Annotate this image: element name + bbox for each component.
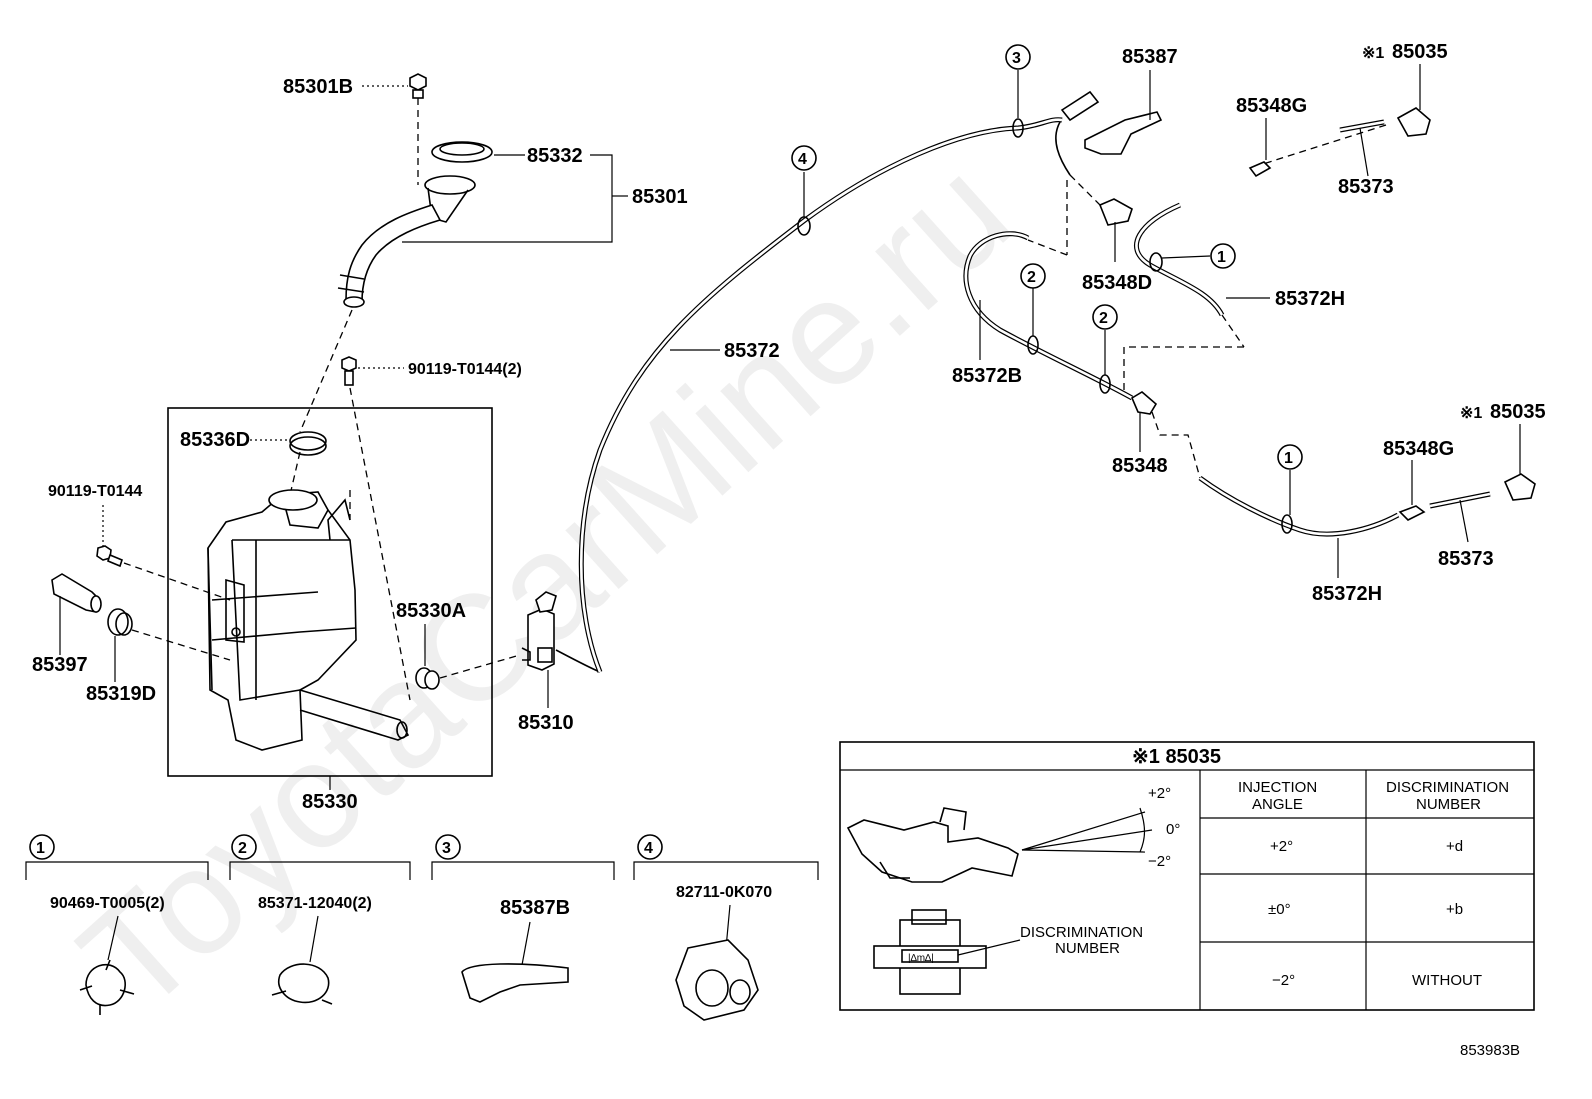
label-85035-top: 85035 <box>1392 41 1448 63</box>
disc-caption-2: NUMBER <box>1055 940 1120 957</box>
filler-cap-85332-icon <box>431 141 493 163</box>
svg-text:3: 3 <box>442 840 451 857</box>
label-85348D: 85348D <box>1082 272 1152 294</box>
label-85373-mid: 85373 <box>1438 548 1494 570</box>
label-85319D: 85319D <box>86 683 156 705</box>
clip-section-1: 1 90469-T0005(2) <box>25 834 209 1015</box>
clip-section-2: 2 85371-12040(2) <box>229 834 411 1005</box>
label-85372: 85372 <box>724 340 780 362</box>
label-85397: 85397 <box>32 654 88 676</box>
hose-85372H-top <box>1134 202 1225 317</box>
angle-plus: +2° <box>1148 785 1171 802</box>
label-85310: 85310 <box>518 712 574 734</box>
label-85301: 85301 <box>632 186 688 208</box>
angle-minus: −2° <box>1148 853 1171 870</box>
joint-85348G-top-icon <box>1248 161 1272 178</box>
svg-text:|∆m∆|: |∆m∆| <box>908 953 934 964</box>
diagram-code: 853983B <box>1460 1042 1520 1059</box>
nozzle-side-view-icon <box>846 807 1019 883</box>
level-sensor-85397-icon <box>51 573 102 613</box>
label-85348G-mid: 85348G <box>1383 438 1454 460</box>
clip-4-icon <box>675 939 759 1021</box>
table-title: ※1 85035 <box>1132 746 1221 768</box>
joint-85348G-mid-icon <box>1398 505 1426 521</box>
label-85336D: 85336D <box>180 429 250 451</box>
svg-text:1: 1 <box>1217 249 1226 266</box>
joint-85348D-icon <box>1098 198 1133 226</box>
svg-text:2: 2 <box>238 840 247 857</box>
label-85348G-top: 85348G <box>1236 95 1307 117</box>
hose-85373-top <box>1339 119 1385 133</box>
header-injection: INJECTION <box>1238 779 1317 796</box>
row-3-angle: −2° <box>1272 972 1295 989</box>
clip-3-label: 85387B <box>500 897 570 919</box>
nozzle-85035-mid-icon <box>1503 473 1536 501</box>
callout-3-on-hose: 3 <box>1005 44 1031 138</box>
grommet-85330A-icon <box>415 667 440 690</box>
clip-4-label: 82711-0K070 <box>676 884 772 901</box>
row-2-angle: ±0° <box>1268 901 1291 918</box>
header-discrimination: DISCRIMINATION <box>1386 779 1509 796</box>
nozzle-85035-top-icon <box>1396 107 1431 137</box>
label-85372B: 85372B <box>952 365 1022 387</box>
bolt-90119-T0144-icon <box>96 545 123 568</box>
label-85035-mid: 85035 <box>1490 401 1546 423</box>
angle-zero: 0° <box>1166 821 1180 838</box>
label-85301B: 85301B <box>283 76 353 98</box>
clip-3-icon <box>461 963 569 1003</box>
asterisk-top: ※1 <box>1362 45 1384 62</box>
label-85330A: 85330A <box>396 600 466 622</box>
label-85372H-top: 85372H <box>1275 288 1345 310</box>
joint-85348-icon <box>1130 391 1158 415</box>
label-90119-T0144-2: 90119-T0144(2) <box>408 361 522 378</box>
row-2-number: +b <box>1446 901 1463 918</box>
bolt-85301B-icon <box>409 73 427 99</box>
clip-2-label: 85371-12040(2) <box>258 895 372 912</box>
row-3-number: WITHOUT <box>1412 972 1482 989</box>
bolt-90119-icon <box>341 356 357 386</box>
clip-section-4: 4 82711-0K070 <box>633 834 819 1021</box>
clip-2-icon <box>271 963 333 1005</box>
clamp-85387-icon <box>1055 90 1163 176</box>
nozzle-front-view-icon: |∆m∆| <box>873 909 987 995</box>
asterisk-mid: ※1 <box>1460 405 1482 422</box>
label-85387: 85387 <box>1122 46 1178 68</box>
svg-text:1: 1 <box>1284 450 1293 467</box>
hose-85372B <box>963 231 1134 401</box>
svg-text:4: 4 <box>644 840 653 857</box>
nozzle-spec-table: ※1 85035 INJECTION ANGLE DISCRIMINATION … <box>839 741 1535 1011</box>
header-angle: ANGLE <box>1252 796 1303 813</box>
callout-2-left: 2 <box>1020 263 1046 355</box>
clip-section-3: 3 85387B <box>431 834 615 1003</box>
svg-text:2: 2 <box>1027 269 1036 286</box>
label-85348: 85348 <box>1112 455 1168 477</box>
callout-4-on-hose: 4 <box>791 145 817 236</box>
callout-1-mid: 1 <box>1277 444 1303 534</box>
filler-neck-85301-icon <box>337 175 476 308</box>
row-1-number: +d <box>1446 838 1463 855</box>
disc-caption-1: DISCRIMINATION <box>1020 924 1143 941</box>
clip-1-icon <box>79 959 135 1015</box>
grommet-85336D-icon <box>289 431 327 456</box>
hose-85372H-mid <box>1198 475 1400 537</box>
svg-text:2: 2 <box>1099 310 1108 327</box>
grommet-85319D-icon <box>107 608 133 636</box>
callout-1-top: 1 <box>1149 243 1236 272</box>
clip-1-label: 90469-T0005(2) <box>50 895 165 912</box>
washer-tank-85315-icon <box>207 489 410 751</box>
label-85372H-mid: 85372H <box>1312 583 1382 605</box>
label-90119-T0144: 90119-T0144 <box>48 483 142 500</box>
label-85332: 85332 <box>527 145 583 167</box>
callout-2-right: 2 <box>1092 304 1118 394</box>
svg-text:1: 1 <box>36 840 45 857</box>
svg-text:3: 3 <box>1012 50 1021 67</box>
svg-text:4: 4 <box>798 151 807 168</box>
header-number: NUMBER <box>1416 796 1481 813</box>
label-85373-top: 85373 <box>1338 176 1394 198</box>
row-1-angle: +2° <box>1270 838 1293 855</box>
label-85330: 85330 <box>302 791 358 813</box>
